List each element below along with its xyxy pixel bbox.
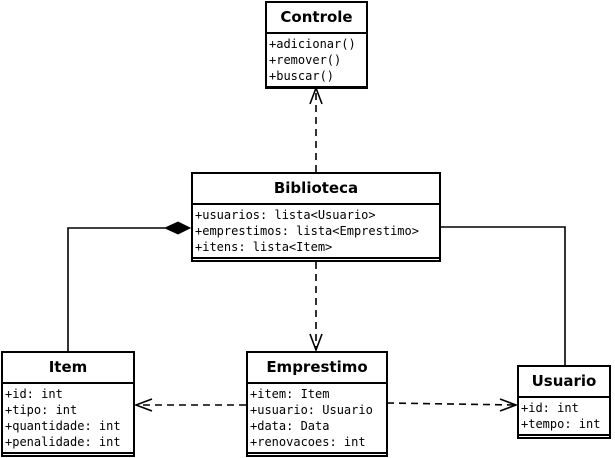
class-members: +adicionar() +remover() +buscar() — [267, 34, 366, 88]
class-name: Usuario — [519, 367, 609, 398]
member: +emprestimos: lista<Emprestimo> — [195, 224, 419, 238]
member: +data: Data — [250, 419, 330, 433]
member: +renovacoes: int — [250, 435, 366, 449]
member: +penalidade: int — [5, 435, 121, 449]
arrowhead-item — [133, 398, 153, 412]
member: +itens: lista<Item> — [195, 240, 333, 254]
class-operations — [519, 436, 609, 441]
class-members: +usuarios: lista<Usuario> +emprestimos: … — [193, 205, 439, 259]
composition-diamond — [163, 221, 192, 235]
class-members: +id: int +tipo: int +quantidade: int +pe… — [3, 384, 133, 454]
class-emprestimo: Emprestimo +item: Item +usuario: Usuario… — [246, 351, 388, 457]
class-members: +item: Item +usuario: Usuario +data: Dat… — [248, 384, 386, 454]
dependency-emprestimo-usuario — [386, 402, 517, 406]
class-name: Emprestimo — [248, 353, 386, 384]
class-members: +id: int +tempo: int — [519, 398, 609, 436]
member: +usuario: Usuario — [250, 403, 373, 417]
member: +tempo: int — [521, 417, 601, 431]
member: +tipo: int — [5, 403, 78, 417]
class-operations — [193, 259, 439, 264]
member: +adicionar() — [269, 37, 356, 51]
arrowhead-usuario — [499, 398, 519, 412]
class-operations — [3, 454, 133, 458]
member: +quantidade: int — [5, 419, 121, 433]
class-name: Item — [3, 353, 133, 384]
composition-biblioteca-item — [67, 227, 165, 351]
class-usuario: Usuario +id: int +tempo: int — [517, 365, 611, 439]
member: +item: Item — [250, 387, 330, 401]
member: +id: int — [5, 387, 63, 401]
member: +remover() — [269, 53, 342, 67]
arrowhead-emprestimo — [309, 333, 323, 353]
class-controle: Controle +adicionar() +remover() +buscar… — [265, 1, 368, 89]
class-biblioteca: Biblioteca +usuarios: lista<Usuario> +em… — [191, 172, 441, 262]
class-item: Item +id: int +tipo: int +quantidade: in… — [1, 351, 135, 457]
member: +id: int — [521, 401, 579, 415]
member: +usuarios: lista<Usuario> — [195, 208, 376, 222]
association-biblioteca-usuario — [440, 226, 566, 365]
class-name: Biblioteca — [193, 174, 439, 205]
class-operations — [248, 454, 386, 458]
member: +buscar() — [269, 69, 335, 83]
class-name: Controle — [267, 3, 366, 34]
